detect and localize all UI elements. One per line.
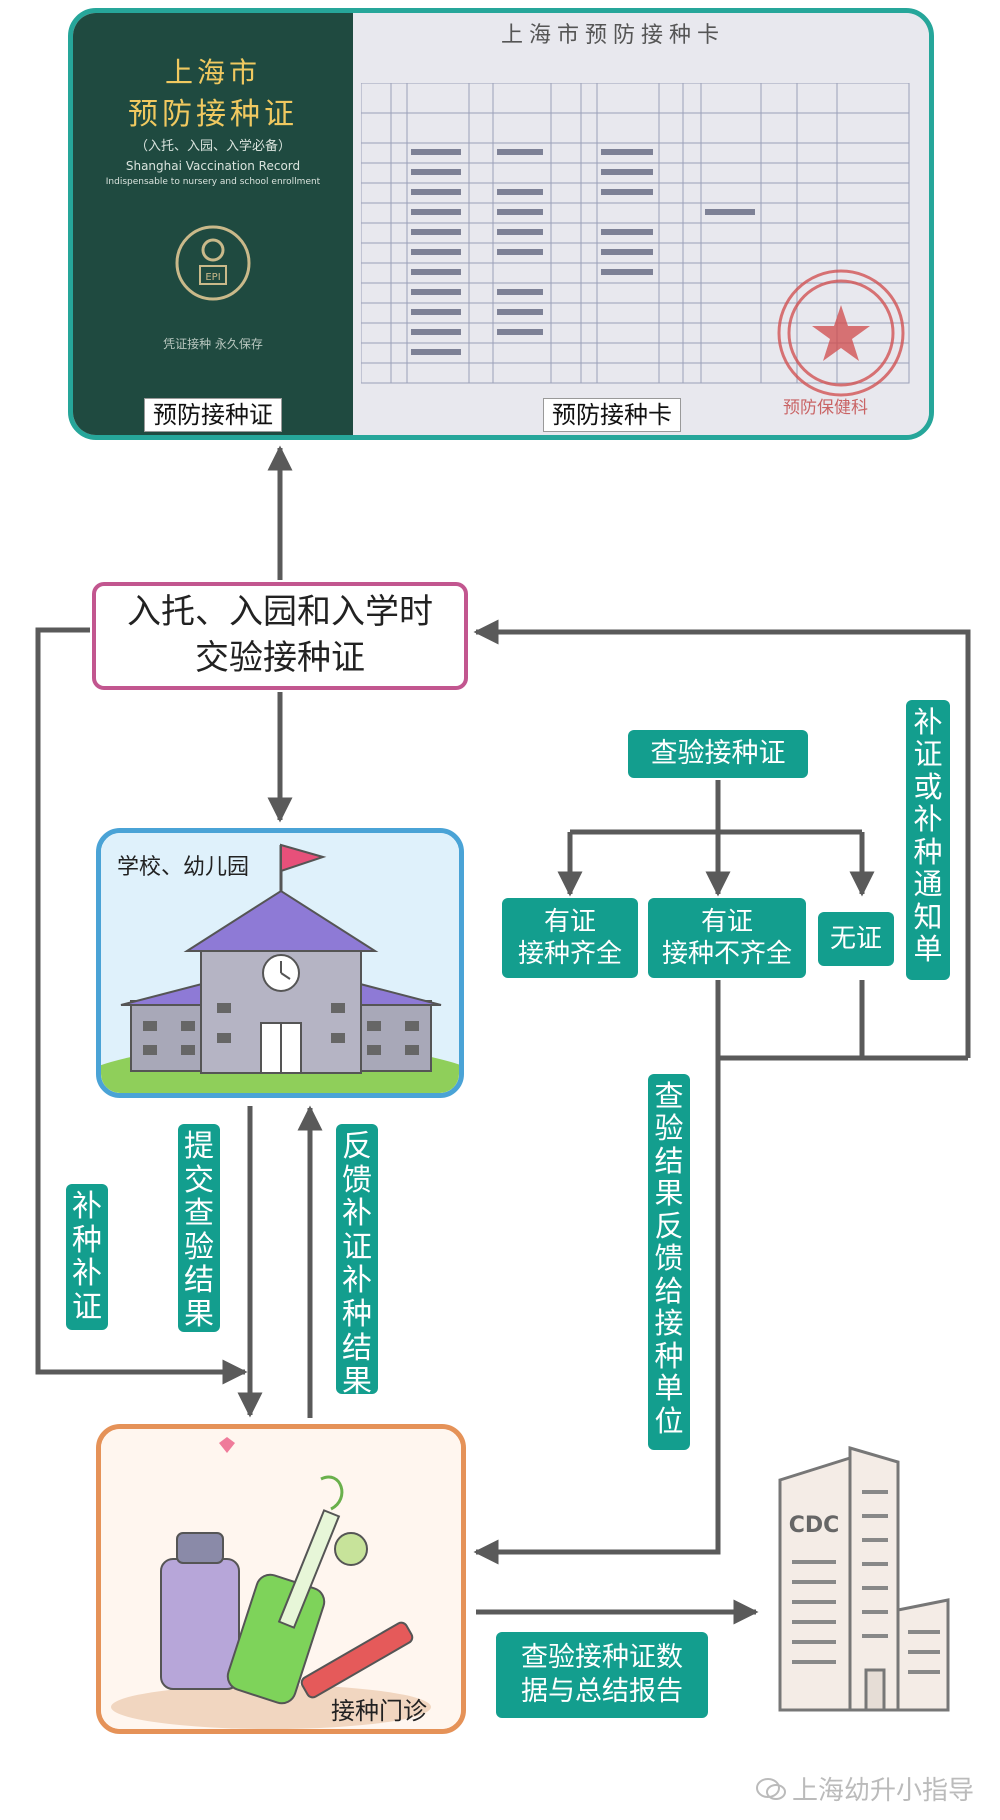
entry-step-box: 入托、入园和入学时 交验接种证 bbox=[92, 582, 468, 690]
school-building-icon bbox=[101, 833, 459, 1093]
arrow-result-to-clinic bbox=[473, 1058, 721, 1565]
submit-result-label: 提交查验结果 bbox=[178, 1124, 220, 1332]
feedback-result-label: 反馈补证补种结果 bbox=[336, 1124, 378, 1398]
vaccine-supplies-icon bbox=[101, 1429, 461, 1729]
certificate-motto: 凭证接种 永久保存 bbox=[163, 337, 263, 351]
certificate-subtitle: （入托、入园、入学必备） bbox=[134, 139, 291, 154]
result-feedback-label: 查验结果反馈给接种单位 bbox=[648, 1074, 690, 1450]
vaccination-record-table bbox=[361, 83, 910, 397]
report-box: 查验接种证数 据与总结报告 bbox=[496, 1632, 708, 1718]
arrow-catchup-loop bbox=[35, 627, 248, 1385]
entry-line1: 入托、入园和入学时 bbox=[127, 592, 433, 633]
certificate-english-line2: Indispensable to nursery and school enro… bbox=[105, 177, 321, 187]
complete-line2: 接种齐全 bbox=[517, 939, 622, 969]
incomplete-line1: 有证 bbox=[700, 906, 753, 937]
complete-box: 有证 接种齐全 bbox=[502, 898, 638, 978]
watermark: 上海幼升小指导 bbox=[756, 1770, 974, 1807]
certificate-caption: 预防接种证 bbox=[144, 398, 282, 432]
certificate-title-line2: 预防接种证 bbox=[128, 97, 298, 132]
card-stamp-text: 预防保健科 bbox=[783, 398, 868, 418]
cdc-building-icon: CDC bbox=[778, 1446, 950, 1712]
incomplete-box: 有证 接种不齐全 bbox=[648, 898, 806, 978]
svg-text:EPI: EPI bbox=[205, 272, 220, 283]
school-label: 学校、幼儿园 bbox=[117, 855, 250, 880]
wechat-icon bbox=[756, 1777, 786, 1800]
report-line1: 查验接种证数 bbox=[521, 1642, 683, 1674]
watermark-text: 上海幼升小指导 bbox=[792, 1776, 975, 1806]
cdc-text: CDC bbox=[789, 1513, 840, 1538]
clinic-label: 接种门诊 bbox=[331, 1697, 427, 1725]
vaccination-certificate: 上海市 预防接种证 （入托、入园、入学必备） Shanghai Vaccinat… bbox=[73, 13, 353, 435]
certificate-title-line1: 上海市 bbox=[164, 56, 261, 89]
no-certificate-box: 无证 bbox=[818, 912, 894, 966]
card-header: 上海市预防接种卡 bbox=[500, 23, 725, 48]
complete-line1: 有证 bbox=[543, 906, 596, 937]
report-line2: 据与总结报告 bbox=[521, 1676, 683, 1707]
certificate-english-line1: Shanghai Vaccination Record bbox=[125, 159, 301, 173]
vaccination-documents-photo: 上海市 预防接种证 （入托、入园、入学必备） Shanghai Vaccinat… bbox=[68, 8, 934, 440]
epi-logo-icon: EPI bbox=[175, 225, 251, 301]
catchup-label: 补种补证 bbox=[66, 1184, 108, 1330]
arrow-notice-to-entry bbox=[473, 619, 971, 1058]
clinic-box: 接种门诊 bbox=[96, 1424, 466, 1734]
entry-line2: 交验接种证 bbox=[195, 638, 365, 678]
vaccination-card: 上海市预防接种卡 bbox=[353, 13, 929, 435]
notice-form-label: 补证或补种通知单 bbox=[906, 700, 950, 980]
card-caption: 预防接种卡 bbox=[543, 398, 681, 432]
school-box: 学校、幼儿园 bbox=[96, 828, 464, 1098]
check-certificate-box: 查验接种证 bbox=[628, 730, 808, 778]
incomplete-line2: 接种不齐全 bbox=[661, 939, 792, 969]
